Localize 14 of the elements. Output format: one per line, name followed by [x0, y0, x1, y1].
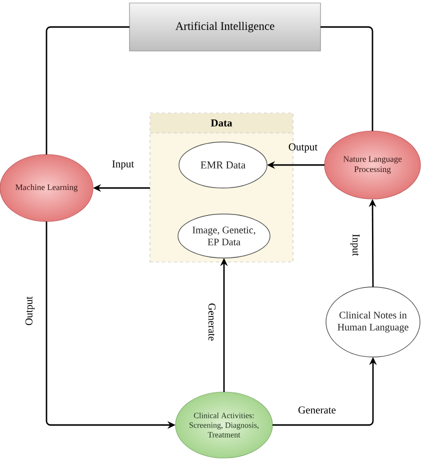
ellipse-node: Clinical Activities: Screening, Diagnosis, Treatment [175, 392, 273, 458]
edge-label: Generate [208, 303, 216, 341]
ellipse-node: Clinical Notes in Human Language [326, 286, 420, 358]
process-box: Artificial Intelligence [129, 2, 321, 52]
ellipse-node: EMR Data [178, 142, 268, 188]
edge-label: Output [25, 296, 35, 326]
connector-line [320, 26, 374, 131]
connector-line [46, 26, 130, 154]
edge-label: Input [350, 234, 360, 256]
edge-label: Output [288, 143, 318, 153]
edge-label: Generate [298, 406, 336, 414]
edge-label: Input [112, 160, 134, 170]
ellipse-node: Nature Language Processing [324, 130, 421, 200]
ellipse-node: Image, Genetic, EP Data [178, 214, 270, 258]
